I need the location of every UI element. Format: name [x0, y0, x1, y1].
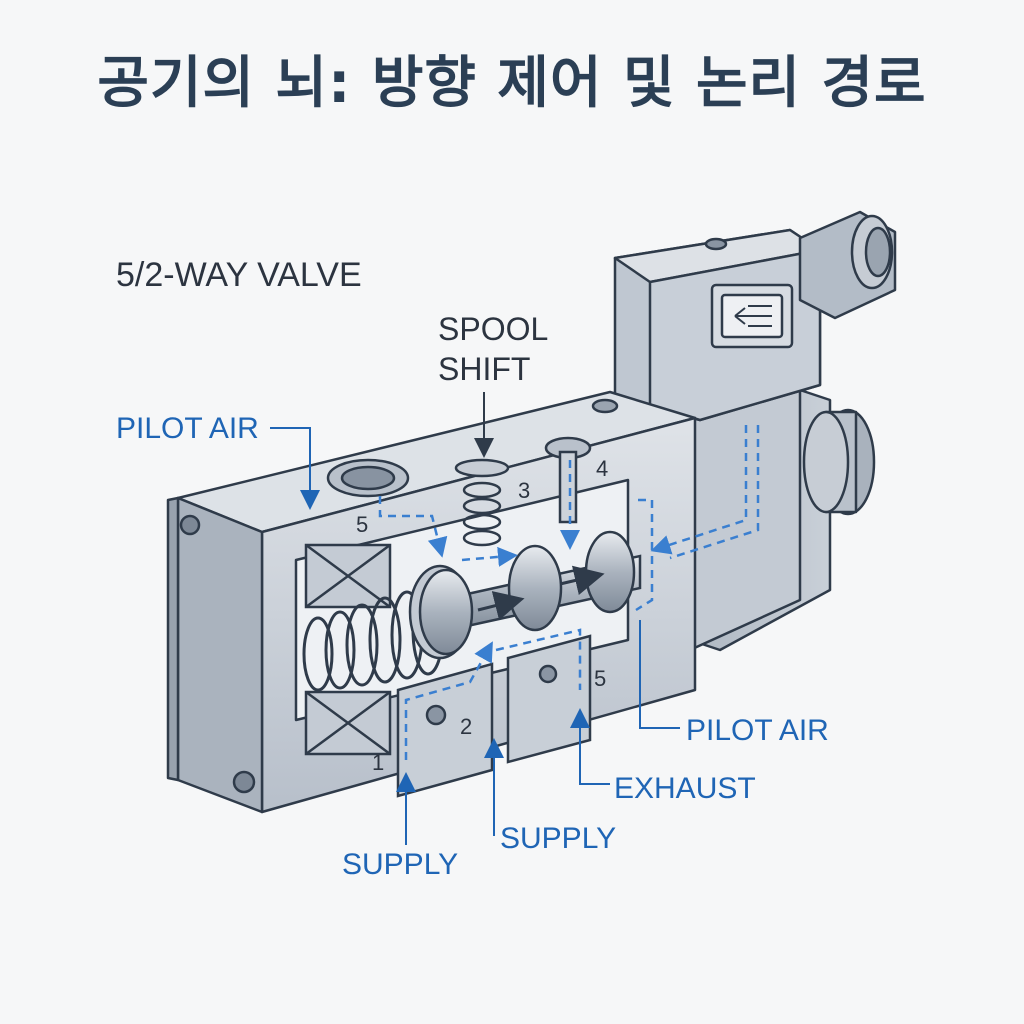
port-number-5-top: 5 — [356, 512, 368, 537]
solenoid-housing — [613, 210, 897, 652]
top-port-pilot — [326, 458, 410, 498]
spool-shift-label-line1: SPOOL — [438, 311, 548, 347]
exhaust-label: EXHAUST — [614, 772, 756, 805]
port-number-2: 2 — [460, 714, 472, 739]
end-seal-top — [304, 543, 392, 609]
port-number-3: 3 — [518, 478, 530, 503]
spool-shift-label-line2: SHIFT — [438, 351, 530, 387]
port-number-4: 4 — [596, 456, 608, 481]
page-title: 공기의 뇌: 방향 제어 및 논리 경로 — [97, 51, 927, 116]
spool-direction-arrows — [477, 565, 605, 621]
arrow-left-icon — [734, 305, 772, 327]
annotation-leaders — [270, 427, 680, 845]
air-flow-paths — [378, 425, 760, 760]
supply-label-mid: SUPPLY — [500, 822, 616, 855]
pilot-spring — [454, 458, 510, 547]
valve-type-label: 5/2-WAY VALVE — [116, 256, 362, 294]
pilot-air-label-left: PILOT AIR — [116, 412, 259, 445]
supply-label-left: SUPPLY — [342, 848, 458, 881]
top-port-4 — [544, 398, 619, 524]
port-number-1: 1 — [372, 750, 384, 775]
end-seal-bottom — [304, 690, 392, 756]
port-number-5-bottom: 5 — [594, 666, 606, 691]
bottom-ports — [396, 634, 592, 798]
pilot-air-label-right: PILOT AIR — [686, 714, 829, 747]
